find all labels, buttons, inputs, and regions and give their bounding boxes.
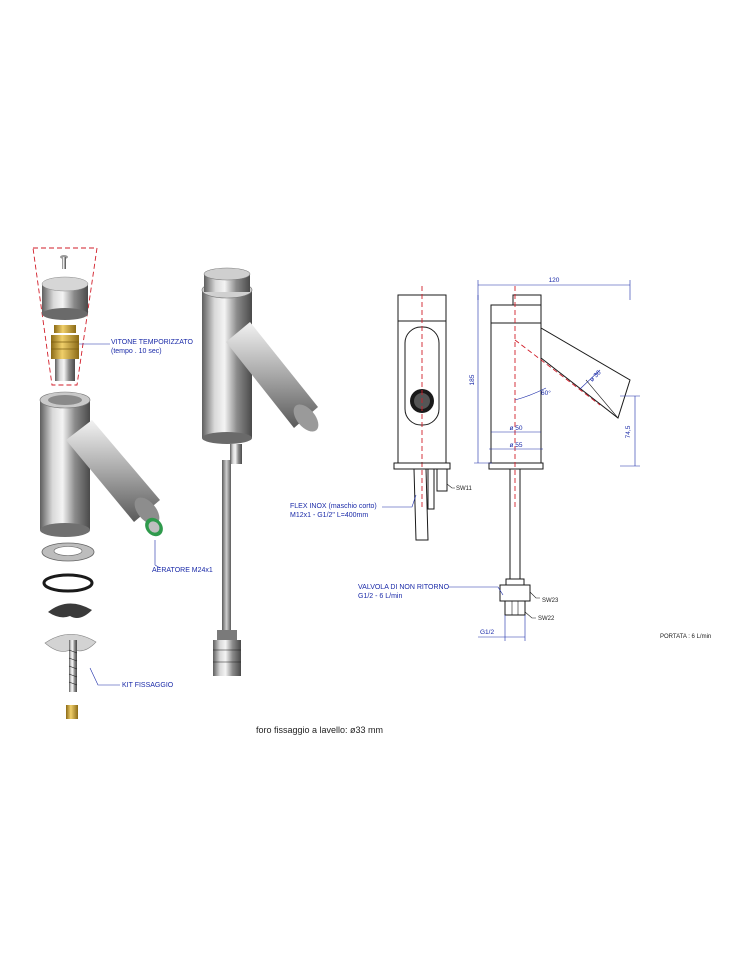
label-portata: PORTATA : 6 L/min — [660, 634, 711, 640]
dim-120: 120 — [549, 277, 560, 284]
label-vitone-sub: (tempo . 10 sec) — [111, 348, 162, 355]
label-aeratore: AERATORE M24x1 — [152, 567, 213, 574]
label-vitone: VITONE TEMPORIZZATO — [111, 339, 193, 346]
aerator — [145, 517, 163, 537]
dim-d50: ø 50 — [509, 425, 522, 432]
dim-d36: ø 36 — [588, 369, 602, 383]
cap-screw — [60, 255, 68, 269]
assembled-view — [201, 267, 319, 676]
horseshoe-plate — [48, 603, 92, 618]
label-valvola-sub: G1/2 - 6 L/min — [358, 593, 402, 600]
caption-sink-hole: foro fissaggio a lavello: ø33 mm — [256, 725, 383, 735]
front-elevation: 120 185 74,5 ø 50 ø 55 60° ø 36 SW23 SW2… — [358, 277, 711, 641]
label-kit: KIT FISSAGGIO — [122, 682, 174, 689]
side-elevation: SW11 FLEX INOX (maschio corto) M12x1 - G… — [290, 286, 473, 541]
label-flex: FLEX INOX (maschio corto) — [290, 503, 377, 510]
exploded-view: VITONE TEMPORIZZATO (tempo . 10 sec) AER… — [32, 247, 213, 719]
dim-angle: 60° — [541, 389, 551, 397]
timed-cartridge — [51, 325, 79, 381]
brass-nut — [66, 705, 78, 719]
exploded-guide-cone — [32, 247, 98, 386]
dim-g12: G1/2 — [480, 629, 494, 636]
dim-d55: ø 55 — [509, 442, 522, 449]
label-sw23: SW23 — [542, 598, 559, 604]
dim-185: 185 — [469, 374, 476, 385]
threaded-rod — [68, 640, 78, 692]
label-sw-nut: SW11 — [456, 486, 473, 492]
base-washer — [41, 542, 95, 562]
push-button-cap — [41, 276, 89, 320]
dim-74-5: 74,5 — [625, 425, 632, 438]
label-valvola: VALVOLA DI NON RITORNO — [358, 584, 450, 591]
faucet-body-exploded — [39, 391, 160, 537]
label-sw22: SW22 — [538, 616, 555, 622]
label-flex-sub: M12x1 - G1/2" L=400mm — [290, 512, 368, 519]
o-ring — [42, 573, 94, 593]
